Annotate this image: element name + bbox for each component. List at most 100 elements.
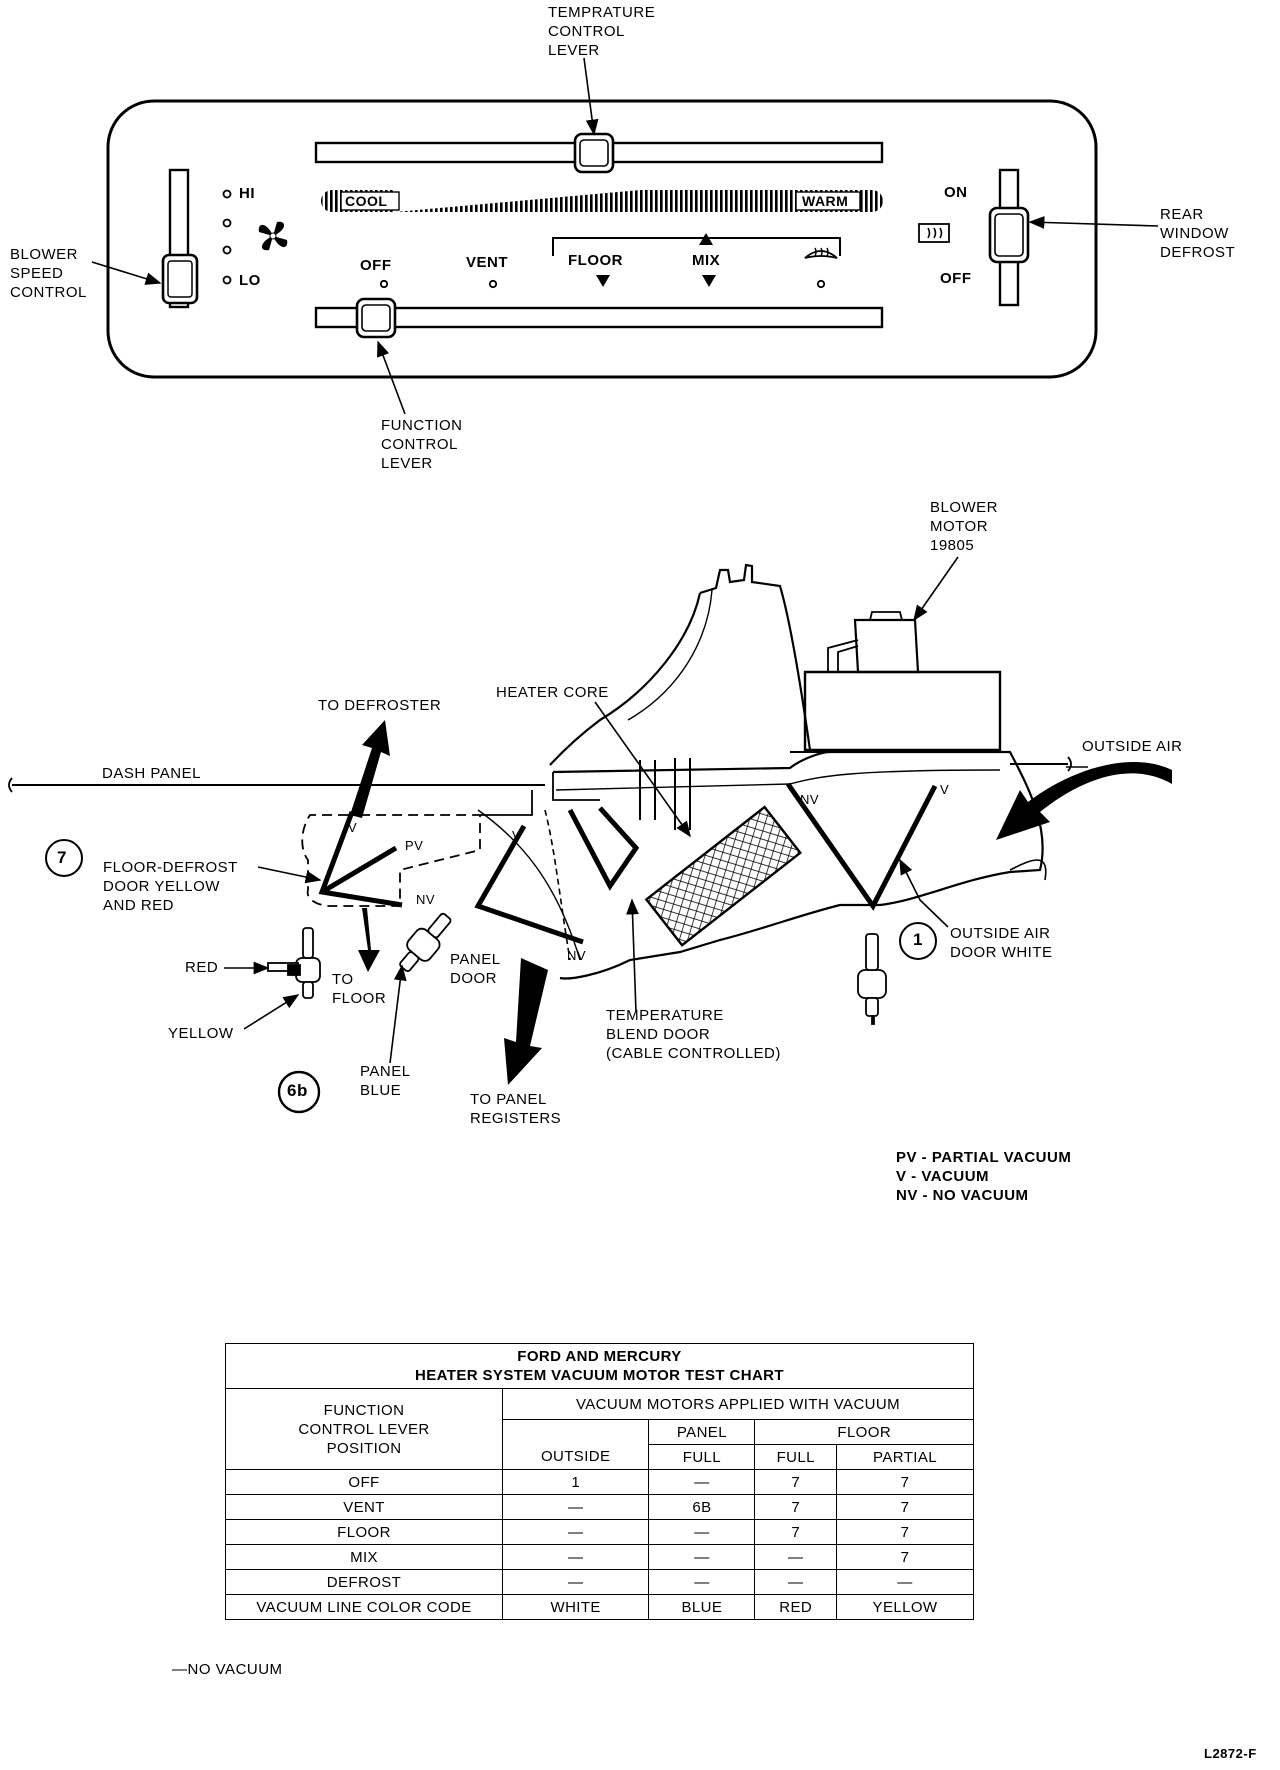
panel-door-v-label: V [512,828,522,843]
table-cell: — [648,1519,756,1545]
table-cell: — [648,1469,756,1495]
table-cell: DEFROST [225,1569,503,1595]
temp-lever-knob[interactable] [573,132,615,174]
temp-lever-label: TEMPRATURE CONTROL LEVER [548,4,656,59]
vacuum-motor-red-yellow [267,927,321,999]
function-lever-knob[interactable] [355,297,397,339]
table-cell: WHITE [501,1594,650,1620]
table-cell: FLOOR [225,1519,503,1545]
legend-pv: PV - PARTIAL VACUUM [896,1149,1072,1166]
table-row: MIX — — — 7 [225,1544,974,1570]
control-panel [106,99,1098,379]
table-cell: 6B [648,1494,756,1520]
chart-title: FORD AND MERCURY HEATER SYSTEM VACUUM MO… [225,1343,974,1389]
mix-down-arrow [702,275,716,287]
table-cell: YELLOW [836,1594,974,1620]
cool-label: COOL [345,193,388,209]
defrost-range-bracket [552,237,841,256]
table-row: OFF 1 — 7 7 [225,1469,974,1495]
vacuum-motor-white [857,933,887,1025]
fan-dot-hi [222,189,232,199]
temp-blend-door-label: TEMPERATURE BLEND DOOR (CABLE CONTROLLED… [606,1007,781,1062]
table-cell: 7 [754,1494,838,1520]
panel-blue-label: PANEL BLUE [360,1063,411,1099]
table-cell: VACUUM LINE COLOR CODE [225,1594,503,1620]
outside-door-nv-label: NV [800,792,820,807]
callout-7: 7 [57,848,67,867]
callout-6b: 6b [287,1081,308,1100]
function-vent-label: VENT [466,254,509,271]
col-floor-header: FLOOR [754,1419,974,1445]
function-slider-track[interactable] [314,306,884,329]
defrost-dot [816,279,826,289]
callout-6b-circle [277,1070,321,1114]
warm-label: WARM [802,193,849,209]
table-cell: — [501,1494,650,1520]
table-cell: 7 [754,1469,838,1495]
system-leaders [224,556,1088,1064]
outside-door-v-label: V [940,782,950,797]
table-cell: — [754,1569,838,1595]
fan-hi-label: HI [239,185,255,202]
airflow-arrows [350,720,1172,1085]
chart-title-line1: FORD AND MERCURY [517,1348,682,1365]
fan-lo-label: LO [239,272,261,289]
sub-panel-full: FULL [648,1444,756,1470]
off-dot [379,279,389,289]
table-cell: OFF [225,1469,503,1495]
table-cell: 1 [501,1469,650,1495]
callout-7-circle [45,839,83,877]
table-cell: 7 [754,1519,838,1545]
function-floor-label: FLOOR [568,252,623,269]
panel-leaders [91,57,1159,415]
fan-dot-lo [222,275,232,285]
col-applied-header: VACUUM MOTORS APPLIED WITH VACUUM [502,1388,974,1420]
dash-panel-label: DASH PANEL [102,765,201,782]
red-label: RED [185,959,219,976]
door-nv-label: NV [416,892,436,907]
fan-icon [258,221,288,251]
callout-1-circle [899,922,937,960]
fan-dot-2 [222,218,232,228]
to-floor-label: TO FLOOR [332,971,387,1007]
table-cell: BLUE [648,1594,756,1620]
outside-air-door-label: OUTSIDE AIR DOOR WHITE [950,925,1053,961]
outside-air-label: OUTSIDE AIR [1082,738,1183,755]
table-row: VENT — 6B 7 7 [225,1494,974,1520]
table-cell: 7 [836,1494,974,1520]
vacuum-motor-test-chart: FORD AND MERCURY HEATER SYSTEM VACUUM MO… [225,1343,974,1620]
sub-outside: OUTSIDE [501,1444,650,1470]
to-defroster-label: TO DEFROSTER [318,697,442,714]
defrost-icon [804,247,838,259]
legend-nv: NV - NO VACUUM [896,1187,1029,1204]
blower-motor-label: BLOWER MOTOR 19805 [930,499,999,554]
rear-window-defrost-icon [918,223,950,243]
footnote-no-vacuum: —NO VACUUM [172,1661,283,1678]
fan-dot-3 [222,245,232,255]
function-off-label: OFF [360,257,392,274]
blower-slider-track[interactable] [168,168,190,309]
col-function-header: FUNCTION CONTROL LEVER POSITION [225,1388,503,1470]
yellow-label: YELLOW [168,1025,234,1042]
rear-defrost-knob[interactable] [988,206,1030,264]
rear-defrost-label: REAR WINDOW DEFROST [1160,206,1236,261]
temp-scale [321,190,883,212]
col-panel-header: PANEL [648,1419,756,1445]
table-cell: — [501,1569,650,1595]
callout-1: 1 [913,930,923,949]
legend-v: V - VACUUM [896,1168,990,1185]
vent-dot [488,279,498,289]
blower-lever-knob[interactable] [161,253,199,305]
table-cell: MIX [225,1544,503,1570]
panel-door-label: PANEL DOOR [450,951,501,987]
heater-core-label: HEATER CORE [496,684,609,701]
table-cell: — [836,1569,974,1595]
panel-door-nv-label: NV [567,948,587,963]
function-mix-label: MIX [692,252,721,269]
mix-up-arrow [699,233,713,245]
switch-on-label: ON [944,184,968,201]
figure-id: L2872-F [1204,1746,1257,1761]
chart-title-line2: HEATER SYSTEM VACUUM MOTOR TEST CHART [415,1367,784,1384]
to-panel-registers-label: TO PANEL REGISTERS [470,1091,562,1127]
